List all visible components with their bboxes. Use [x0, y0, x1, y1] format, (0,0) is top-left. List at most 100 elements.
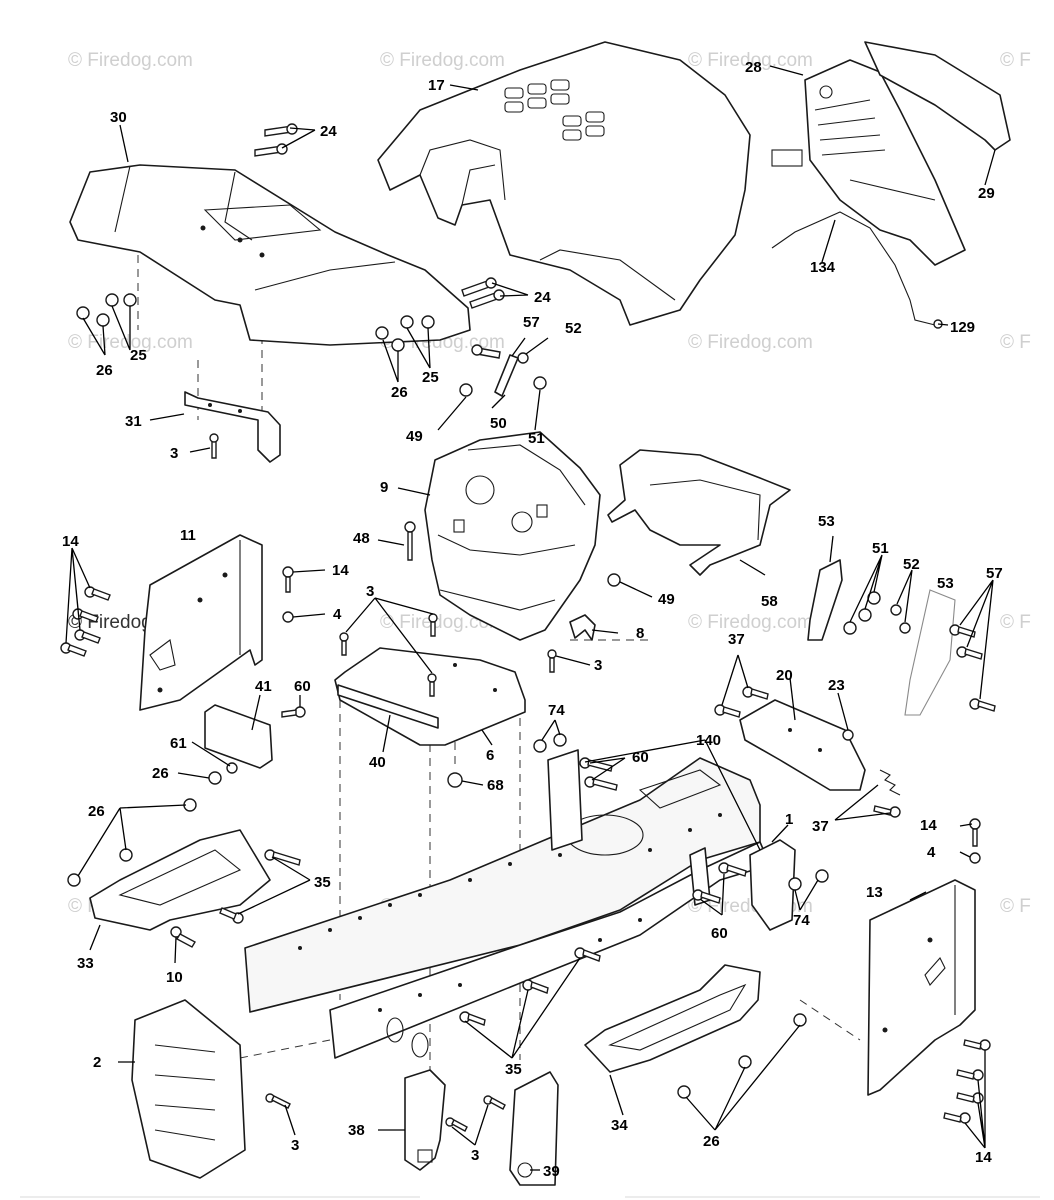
- hitch-bracket-38-part: [404, 1069, 446, 1171]
- bolt-icon: [714, 704, 741, 718]
- bolt-icon: [264, 123, 298, 137]
- callout-57: 57: [523, 314, 540, 331]
- main-frame-part: [244, 757, 771, 1059]
- bolt-icon: [404, 521, 416, 561]
- callout-60: 60: [711, 925, 728, 942]
- callout-23: 23: [828, 677, 845, 694]
- callout-38: 38: [348, 1122, 365, 1139]
- bracket-31-part: [184, 391, 281, 463]
- bolt-icon: [281, 706, 306, 718]
- callout-3: 3: [170, 445, 178, 462]
- bolt-icon: [461, 277, 497, 297]
- screw-icon: [265, 1093, 291, 1109]
- washer-icon: [899, 622, 911, 634]
- callout-134: 134: [810, 259, 836, 276]
- nut-icon: [459, 383, 473, 397]
- footrest-33-part: [89, 829, 271, 931]
- watermark: © Firedog.com: [68, 50, 193, 71]
- callout-49: 49: [406, 428, 423, 445]
- nut-icon: [119, 848, 133, 862]
- watermark: © F: [1000, 50, 1031, 71]
- callout-41: 41: [255, 678, 272, 695]
- callout-3: 3: [594, 657, 602, 674]
- callout-74: 74: [793, 912, 810, 929]
- nut-icon: [843, 621, 857, 635]
- callout-40: 40: [369, 754, 386, 771]
- nut-icon: [208, 771, 222, 785]
- washer-icon: [517, 352, 529, 364]
- callout-29: 29: [978, 185, 995, 202]
- callout-25: 25: [422, 369, 439, 386]
- callout-3: 3: [291, 1137, 299, 1154]
- bolt-icon: [584, 776, 618, 791]
- washer-icon: [969, 852, 981, 864]
- hood-grille: [504, 79, 605, 141]
- plate-41-part: [204, 704, 273, 769]
- watermark: © Firedog.com: [688, 612, 813, 633]
- bolt-icon: [522, 979, 549, 994]
- watermark: © Firedog.com: [380, 50, 505, 71]
- link-53-part: [807, 559, 843, 641]
- callout-20: 20: [776, 667, 793, 684]
- callout-14: 14: [332, 562, 349, 579]
- bolt-icon: [471, 344, 501, 359]
- nut-icon: [793, 1013, 807, 1027]
- callout-53: 53: [937, 575, 954, 592]
- callout-2: 2: [93, 1054, 101, 1071]
- callout-4: 4: [333, 606, 342, 623]
- bolt-icon: [943, 1112, 971, 1124]
- callout-48: 48: [353, 530, 370, 547]
- callout-51: 51: [528, 430, 545, 447]
- nut-icon: [607, 573, 621, 587]
- callout-52: 52: [903, 556, 920, 573]
- nut-icon: [842, 729, 854, 741]
- callout-labels: 30 24 17 28 29 24 26 25 26 25 134 129 31…: [62, 59, 1003, 1180]
- callout-24: 24: [320, 123, 337, 140]
- rear-panel-2-part: [131, 999, 246, 1179]
- callout-3: 3: [366, 583, 374, 600]
- bolt-icon: [459, 1011, 486, 1026]
- callout-14: 14: [975, 1149, 992, 1166]
- bolt-icon: [72, 608, 99, 623]
- clip-8-part: [569, 614, 596, 641]
- callout-57: 57: [986, 565, 1003, 582]
- callout-68: 68: [487, 777, 504, 794]
- callout-26: 26: [152, 765, 169, 782]
- callout-14: 14: [920, 817, 937, 834]
- watermark: © F: [1000, 332, 1031, 353]
- callout-13: 13: [866, 884, 883, 901]
- washer-icon: [400, 315, 414, 329]
- nut-icon: [76, 306, 90, 320]
- callout-60: 60: [632, 749, 649, 766]
- frame-holes: [298, 813, 722, 1012]
- nut-icon: [447, 772, 463, 788]
- hardware-layer: [60, 123, 996, 1132]
- callout-26: 26: [703, 1133, 720, 1150]
- callout-26: 26: [391, 384, 408, 401]
- watermark: © F: [1000, 896, 1031, 917]
- screw-icon: [547, 649, 557, 673]
- rear-fender-part: [69, 164, 471, 346]
- bolt-icon: [956, 1069, 984, 1081]
- link-50-icon: [494, 354, 519, 397]
- callout-9: 9: [380, 479, 388, 496]
- callout-51: 51: [872, 540, 889, 557]
- side-panel-13-part: [867, 879, 976, 1096]
- washer-icon: [105, 293, 119, 307]
- nut-icon: [67, 873, 81, 887]
- leader-lines: [65, 65, 996, 1171]
- callout-35: 35: [314, 874, 331, 891]
- callout-37: 37: [812, 818, 829, 835]
- callout-8: 8: [636, 625, 644, 642]
- callout-53: 53: [818, 513, 835, 530]
- watermark: © Firedog.com: [688, 50, 813, 71]
- callout-61: 61: [170, 735, 187, 752]
- bracket-20-part: [739, 699, 866, 791]
- nut-icon: [553, 733, 567, 747]
- callout-30: 30: [110, 109, 127, 126]
- callout-140: 140: [696, 732, 721, 749]
- callout-74: 74: [548, 702, 565, 719]
- callout-10: 10: [166, 969, 183, 986]
- nut-icon: [375, 326, 389, 340]
- callout-31: 31: [125, 413, 142, 430]
